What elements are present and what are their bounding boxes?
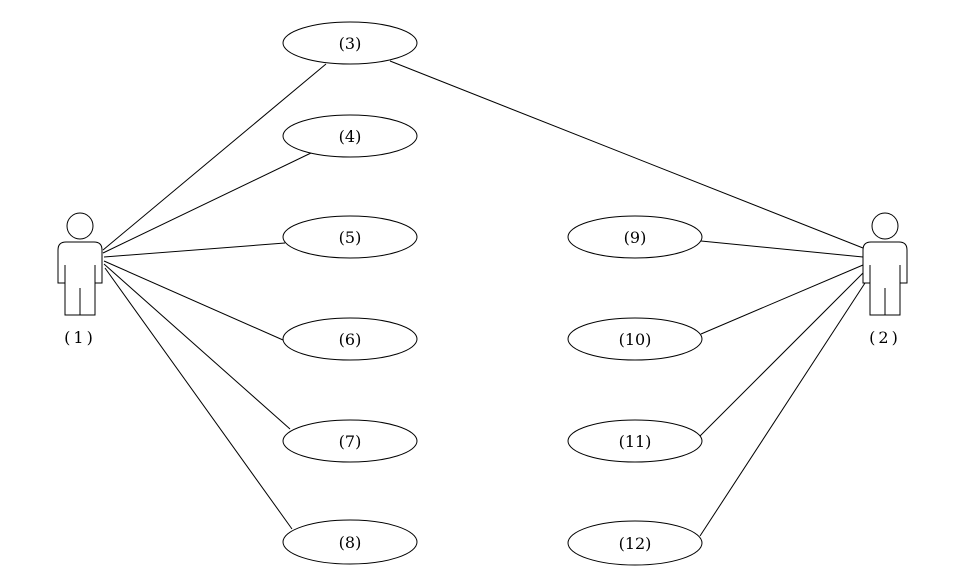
association-line-actor-1-uc-3 xyxy=(102,63,327,251)
use-case-ellipse-uc-12 xyxy=(567,520,703,566)
actor-1-label: (1) xyxy=(64,328,96,347)
association-line-actor-1-uc-7 xyxy=(103,263,291,430)
association-line-actor-2-uc-10 xyxy=(700,264,864,335)
use-case-ellipse-uc-3 xyxy=(282,21,418,65)
use-case-uc-9: (9) xyxy=(567,215,703,259)
use-case-uc-6: (6) xyxy=(282,317,418,361)
use-case-label-uc-3: (3) xyxy=(339,34,362,53)
use-case-ellipse-uc-9 xyxy=(567,215,703,259)
use-case-uc-12: (12) xyxy=(567,520,703,566)
actor-2-body-icon xyxy=(862,241,908,316)
association-line-actor-1-uc-8 xyxy=(104,267,293,530)
use-case-label-uc-10: (10) xyxy=(619,330,652,349)
actor-2: (2) xyxy=(862,212,908,347)
use-case-label-uc-9: (9) xyxy=(624,228,647,247)
association-line-actor-2-uc-11 xyxy=(699,272,864,437)
use-case-ellipse-uc-11 xyxy=(567,419,703,463)
use-case-uc-10: (10) xyxy=(567,317,703,361)
use-case-ellipse-uc-7 xyxy=(282,419,418,463)
use-case-label-uc-6: (6) xyxy=(339,330,362,349)
use-case-uc-4: (4) xyxy=(282,114,418,158)
use-case-label-uc-5: (5) xyxy=(339,228,362,247)
actor-2-head-icon xyxy=(871,212,899,240)
association-line-actor-1-uc-6 xyxy=(103,260,284,341)
actor-1-limb-lines-icon xyxy=(64,265,96,315)
actor-1-body-icon xyxy=(57,241,103,316)
use-case-uc-3: (3) xyxy=(282,21,418,65)
use-case-label-uc-11: (11) xyxy=(619,432,652,451)
use-case-uc-11: (11) xyxy=(567,419,703,463)
use-case-label-uc-4: (4) xyxy=(339,127,362,146)
use-case-ellipse-uc-5 xyxy=(282,215,418,259)
use-case-uc-5: (5) xyxy=(282,215,418,259)
actor-1-head-icon xyxy=(66,212,94,240)
actor-2-limb-lines-icon xyxy=(869,265,901,315)
association-line-actor-2-uc-3 xyxy=(389,60,864,249)
use-case-ellipse-uc-6 xyxy=(282,317,418,361)
association-line-actor-2-uc-12 xyxy=(699,282,866,537)
association-line-actor-2-uc-9 xyxy=(700,240,864,258)
use-case-ellipse-uc-8 xyxy=(282,519,418,565)
use-case-uc-8: (8) xyxy=(282,519,418,565)
use-case-ellipse-uc-4 xyxy=(282,114,418,158)
association-line-actor-1-uc-5 xyxy=(103,242,286,258)
actor-1: (1) xyxy=(57,212,103,347)
use-case-label-uc-12: (12) xyxy=(619,534,652,553)
actor-2-label: (2) xyxy=(869,328,901,347)
use-case-uc-7: (7) xyxy=(282,419,418,463)
use-case-label-uc-8: (8) xyxy=(339,533,362,552)
use-case-label-uc-7: (7) xyxy=(339,432,362,451)
use-case-ellipse-uc-10 xyxy=(567,317,703,361)
association-line-actor-1-uc-4 xyxy=(102,152,312,254)
